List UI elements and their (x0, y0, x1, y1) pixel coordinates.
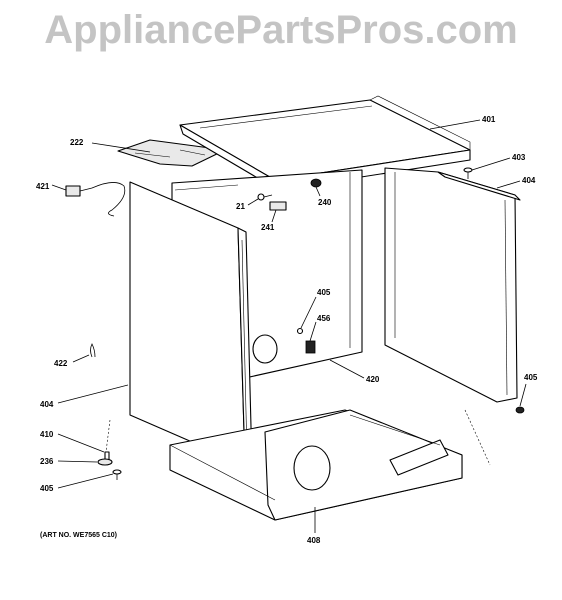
callout-422: 422 (54, 359, 68, 368)
callout-420: 420 (366, 375, 380, 384)
callout-405-left: 405 (40, 484, 54, 493)
callout-241: 241 (261, 223, 275, 232)
leader-lines (51, 119, 527, 533)
callout-404-left: 404 (40, 400, 54, 409)
callout-421: 421 (36, 182, 50, 191)
top-rear-panel (117, 139, 226, 167)
power-cord (65, 182, 126, 217)
clip-456-icon (305, 340, 316, 354)
callout-240: 240 (318, 198, 332, 207)
watermark-logo: AppliancePartsPros.com (44, 8, 518, 52)
screw-21-icon (257, 193, 273, 201)
callout-403: 403 (512, 153, 526, 162)
clip-422-icon (90, 343, 96, 358)
callout-405-right: 405 (524, 373, 538, 382)
callout-222: 222 (70, 138, 84, 147)
right-side-panel (384, 167, 521, 403)
callout-401: 401 (482, 115, 496, 124)
screw-405-right-icon (515, 406, 525, 414)
hardware-parts (90, 167, 525, 480)
screw-403-icon (463, 167, 473, 179)
base-frame (169, 409, 463, 521)
screw-405-mid-icon (296, 327, 304, 335)
callout-456: 456 (317, 314, 331, 323)
foot-236-icon (97, 458, 113, 466)
callout-labels: 401 222 403 421 404 21 240 241 405 456 4… (36, 115, 538, 545)
bushing-240-icon (310, 178, 322, 188)
callout-410: 410 (40, 430, 54, 439)
callout-404-right: 404 (522, 176, 536, 185)
art-number: (ART NO. WE7565 C10) (40, 532, 117, 539)
bracket-241-icon (269, 201, 287, 211)
screw-405-left-icon (112, 469, 122, 480)
callout-236: 236 (40, 457, 54, 466)
callout-21: 21 (236, 202, 245, 211)
callout-405-mid: 405 (317, 288, 331, 297)
callout-408: 408 (307, 536, 321, 545)
alignment-lines (105, 409, 491, 466)
